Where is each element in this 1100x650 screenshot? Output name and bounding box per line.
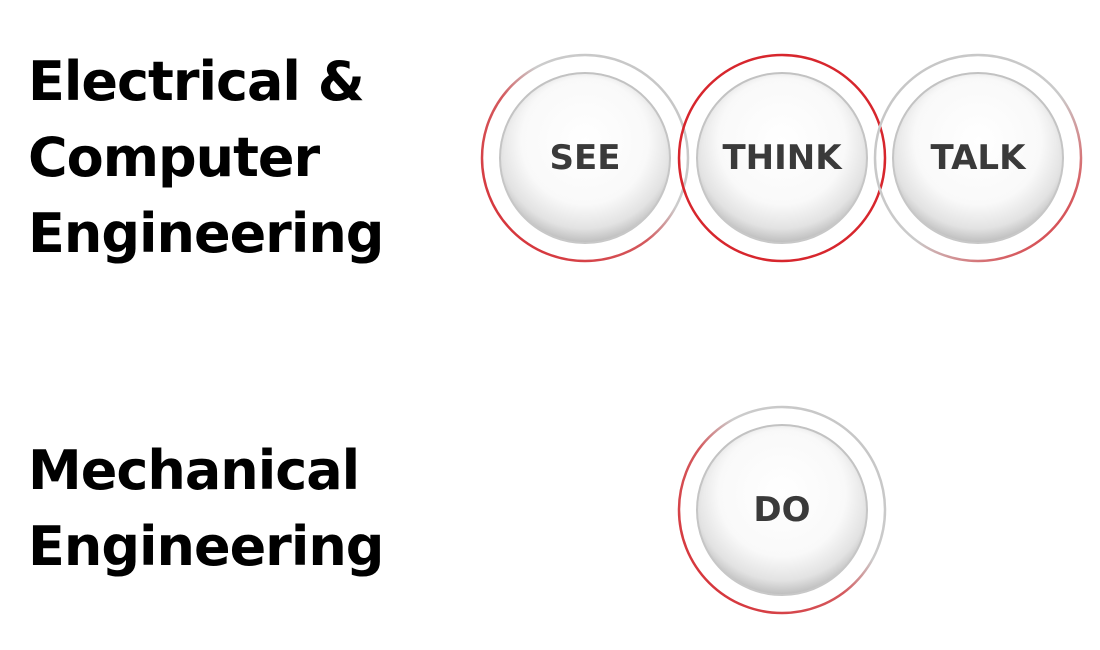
do-node: DO xyxy=(677,405,887,615)
ece-heading-line-1: Electrical & xyxy=(28,50,365,113)
see-label: SEE xyxy=(550,138,621,178)
talk-label: TALK xyxy=(931,138,1028,178)
talk-inner-disc xyxy=(892,72,1064,244)
do-label: DO xyxy=(753,490,810,530)
ece-heading-line-2: Computer xyxy=(28,126,320,189)
think-label: THINK xyxy=(722,138,843,178)
talk-node: TALK xyxy=(873,53,1083,263)
think-outer-ring xyxy=(677,53,887,263)
ece-heading: Electrical & Computer Engineering xyxy=(28,44,384,272)
think-node: THINK xyxy=(677,53,887,263)
me-heading-line-1: Mechanical xyxy=(28,439,360,502)
do-outer-ring xyxy=(677,405,887,615)
me-heading: Mechanical Engineering xyxy=(28,433,384,585)
do-inner-disc xyxy=(696,424,868,596)
think-inner-disc xyxy=(696,72,868,244)
me-heading-line-2: Engineering xyxy=(28,515,384,578)
see-node: SEE xyxy=(480,53,690,263)
see-outer-ring xyxy=(480,53,690,263)
see-inner-disc xyxy=(499,72,671,244)
ece-heading-line-3: Engineering xyxy=(28,202,384,265)
talk-outer-ring xyxy=(873,53,1083,263)
